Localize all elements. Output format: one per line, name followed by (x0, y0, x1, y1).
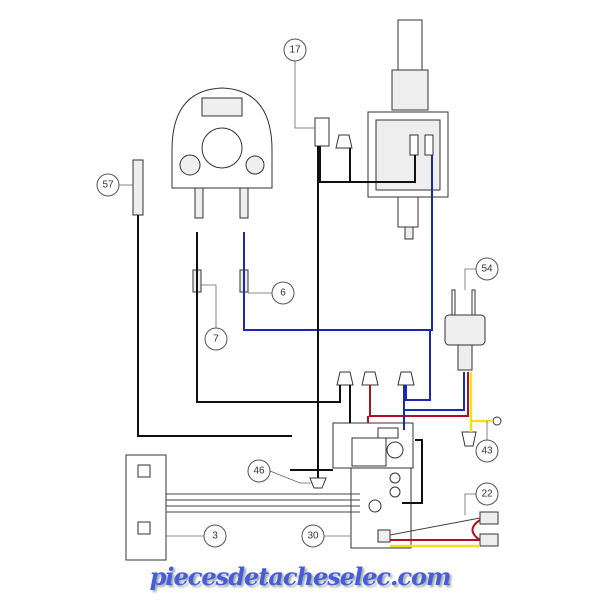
pump (367, 19, 449, 240)
callout-3: 3 (166, 524, 227, 548)
callout-label: 30 (307, 531, 319, 542)
sensor-57 (132, 159, 144, 216)
connector-22 (479, 511, 499, 547)
control-board-30 (332, 422, 414, 549)
callout-46: 46 (247, 459, 312, 484)
wires (137, 146, 493, 548)
power-plug-54 (444, 289, 486, 371)
callout-label: 57 (102, 180, 114, 191)
component-17 (314, 117, 330, 147)
callout-17: 17 (283, 38, 315, 129)
callout-label: 54 (481, 264, 493, 275)
callout-6: 6 (248, 281, 295, 305)
callout-label: 46 (253, 466, 265, 477)
callout-label: 7 (213, 334, 219, 345)
watermark: piecesdetacheselec.com (149, 562, 452, 591)
callout-54: 54 (464, 257, 499, 290)
switch-board-3 (125, 454, 167, 561)
terminals (309, 134, 502, 489)
callout-label: 43 (481, 446, 493, 457)
callout-label: 3 (212, 531, 218, 542)
callout-7: 7 (201, 284, 228, 351)
callout-43: 43 (475, 421, 499, 463)
callout-label: 17 (289, 45, 301, 56)
callout-30: 30 (301, 524, 351, 548)
callout-label: 6 (280, 288, 286, 299)
thermostat-block (171, 87, 273, 219)
callout-label: 22 (481, 489, 493, 500)
callout-22: 22 (464, 482, 499, 515)
callout-57: 57 (96, 173, 133, 197)
